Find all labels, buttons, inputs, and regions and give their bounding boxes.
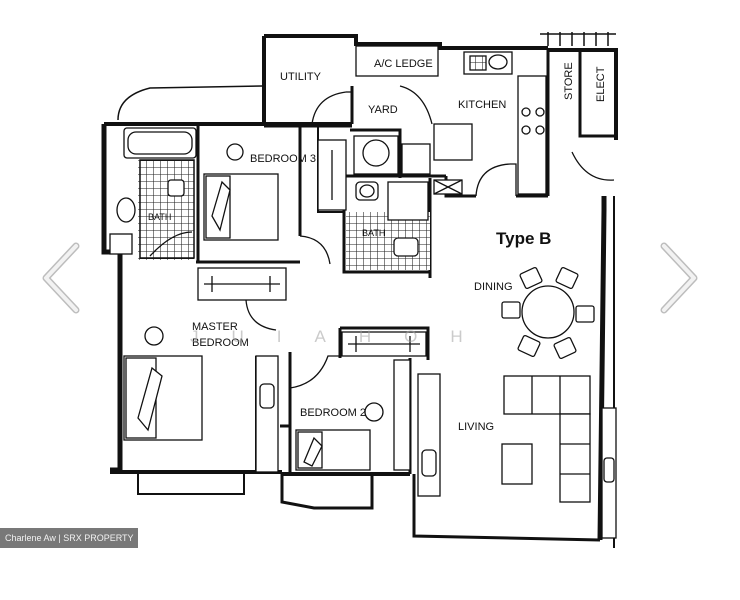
room-label-dining: DINING (474, 281, 513, 293)
room-label-yard: YARD (368, 104, 398, 116)
room-label-living: LIVING (458, 421, 494, 433)
room-label-store: STORE (563, 62, 575, 100)
room-label-bath1: BATH (148, 212, 171, 222)
bath-fixtures (109, 127, 429, 257)
unit-type-label: Type B (496, 229, 551, 248)
balcony-curve (117, 85, 263, 121)
previous-image-button[interactable] (34, 238, 90, 318)
door-swings (149, 85, 615, 389)
room-label-bedroom3: BEDROOM 3 (250, 153, 316, 165)
room-label-bedroom2: BEDROOM 2 (300, 407, 366, 419)
room-label-ac-ledge: A/C LEDGE (374, 58, 433, 70)
room-label-elect: ELECT (595, 66, 607, 102)
room-label-bath2: BATH (362, 228, 385, 238)
chevron-left-icon (42, 242, 80, 314)
room-label-master-1: MASTER (192, 321, 238, 333)
living-furniture (417, 266, 617, 539)
room-label-utility: UTILITY (280, 71, 322, 83)
bedroom2-furniture (295, 331, 427, 471)
room-label-master-2: BEDROOM (192, 337, 249, 349)
top-railing (540, 32, 616, 46)
chevron-right-icon (660, 242, 698, 314)
photo-credit: Charlene Aw | SRX PROPERTY (0, 528, 138, 548)
kitchen-fixtures (355, 45, 547, 195)
master-furniture (123, 326, 279, 473)
next-image-button[interactable] (650, 238, 706, 318)
bedroom3-furniture (197, 139, 347, 301)
room-label-kitchen: KITCHEN (458, 99, 506, 111)
bath1-tiles (138, 160, 194, 260)
